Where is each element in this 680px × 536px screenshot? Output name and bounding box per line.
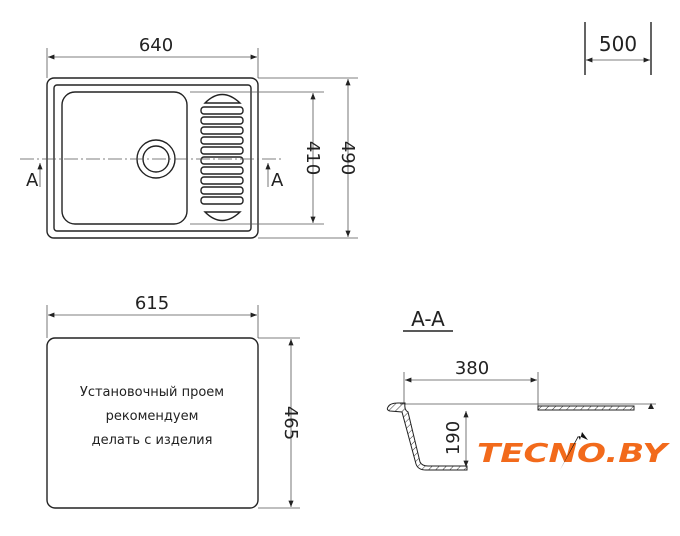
sink-outline xyxy=(46,77,259,239)
width-dimension: 640 xyxy=(139,35,173,56)
section-profile xyxy=(386,402,468,471)
cutout-outline xyxy=(46,337,259,509)
bowl-width-label: 380 xyxy=(455,358,489,379)
top-view: A A 640 410 490 xyxy=(20,35,358,239)
drainer-ribs xyxy=(200,93,244,222)
cutout-width-label: 615 xyxy=(135,293,169,314)
sink-inner-rim xyxy=(53,84,252,232)
inner-depth-dimension: 410 xyxy=(302,141,323,175)
note-line: Установочный проем xyxy=(80,385,224,400)
cutout-view: 615 465 Установочный проем рекомендуем д… xyxy=(46,293,301,509)
note-line: делать с изделия xyxy=(92,433,213,448)
note-line: рекомендуем xyxy=(106,409,199,424)
section-mark-right: A xyxy=(271,170,284,191)
drainer-profile xyxy=(537,405,635,411)
section-title: A-A xyxy=(411,307,445,331)
bowl-depth-label: 190 xyxy=(443,421,464,455)
tecno-logo: TECNO.BY xyxy=(477,432,671,470)
section-mark-left: A xyxy=(26,170,39,191)
section-view: A-A 380 190 xyxy=(386,307,656,471)
cutout-depth-label: 465 xyxy=(280,406,301,440)
cabinet-dimension: 500 xyxy=(584,22,652,75)
cabinet-width-label: 500 xyxy=(599,32,637,56)
depth-dimension: 490 xyxy=(337,141,358,175)
bowl xyxy=(61,91,188,225)
